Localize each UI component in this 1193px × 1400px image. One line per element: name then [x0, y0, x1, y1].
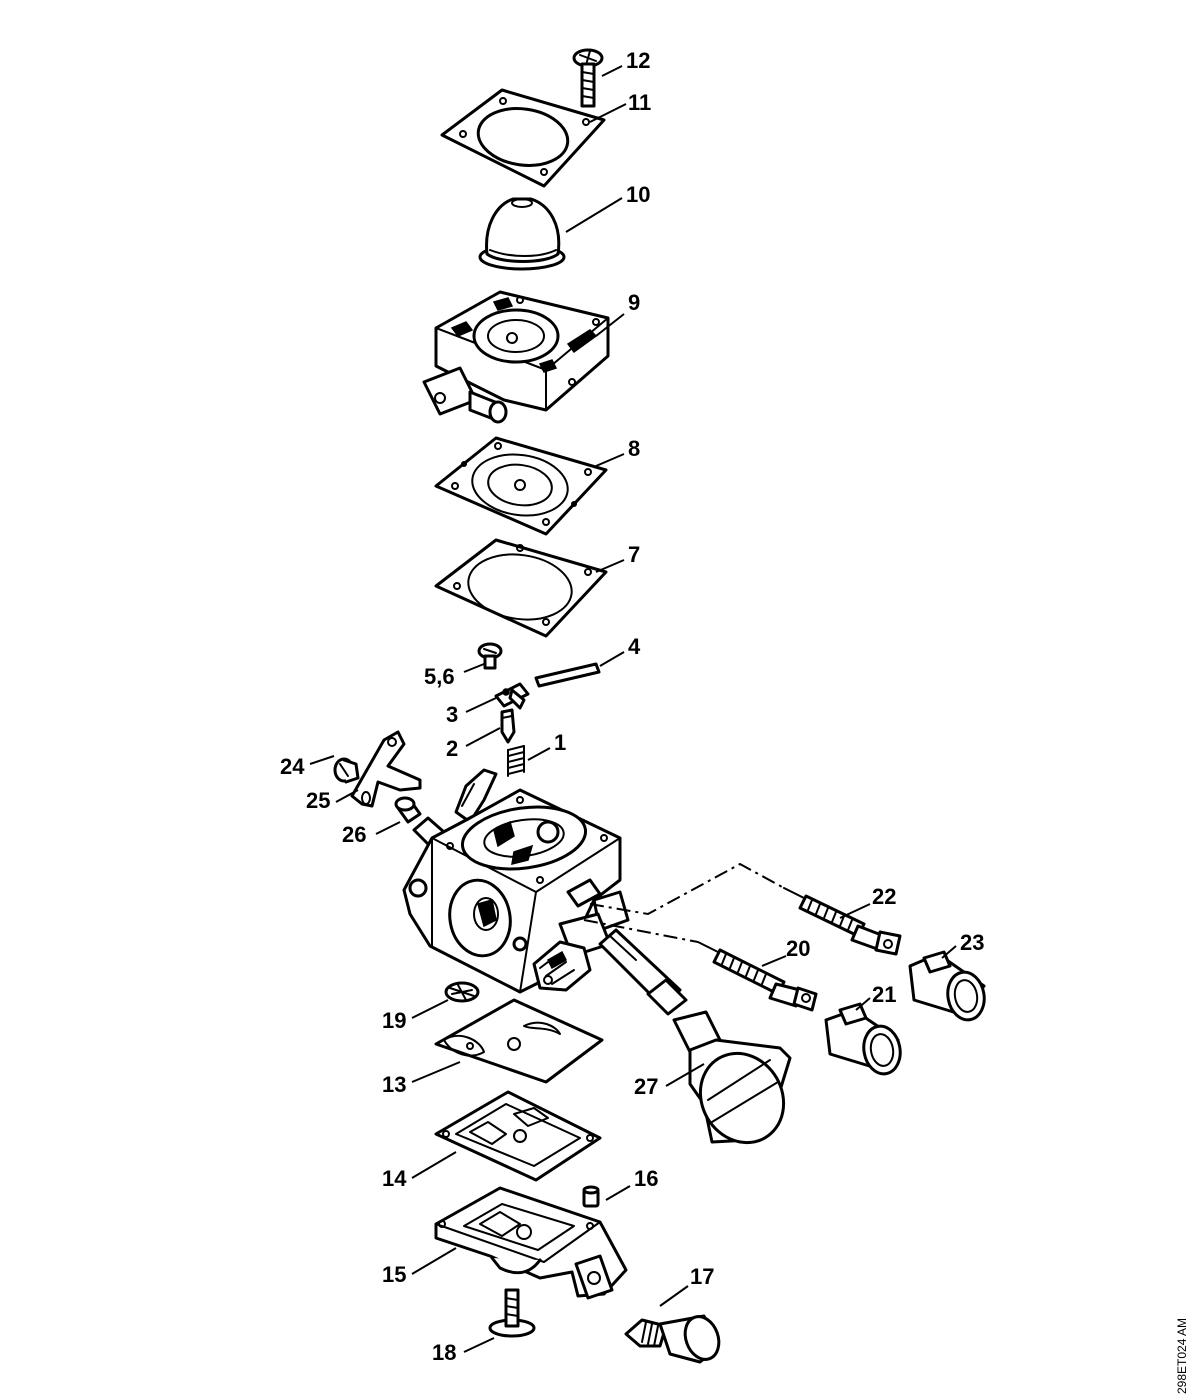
part-17-fitting — [624, 1314, 721, 1364]
callout-1: 1 — [554, 730, 566, 755]
callout-19: 19 — [382, 1008, 406, 1033]
part-4-pin — [534, 662, 601, 688]
part-16-valve — [582, 1185, 600, 1208]
part-12-screw — [572, 48, 604, 108]
carburetor-body — [402, 768, 688, 1016]
part-25-throttle-lever — [350, 730, 422, 808]
part-13-gasket — [434, 998, 604, 1084]
callout-20: 20 — [786, 936, 810, 961]
part-23-limiter-cap — [908, 950, 986, 1022]
callout-26: 26 — [342, 822, 366, 847]
part-2-inlet-needle — [500, 708, 516, 744]
callout-10: 10 — [626, 182, 650, 207]
part-24-screw — [333, 757, 360, 784]
callout-18: 18 — [432, 1340, 456, 1365]
part-21-limiter-cap — [824, 1002, 902, 1076]
part-8-diaphragm — [434, 436, 608, 536]
alignment-lines — [583, 862, 785, 943]
part-7-gasket — [434, 538, 608, 638]
callout-12: 12 — [626, 48, 650, 73]
callout-3: 3 — [446, 702, 458, 727]
callout-23: 23 — [960, 930, 984, 955]
part-27-intake-fitting — [672, 1010, 792, 1145]
reference-code: 298ET024 AM — [1175, 1318, 1189, 1394]
callout-27: 27 — [634, 1074, 658, 1099]
callout-16: 16 — [634, 1166, 658, 1191]
part-18-screw — [488, 1288, 536, 1338]
part-20-adjusting-screw — [697, 941, 818, 1012]
callout-21: 21 — [872, 982, 896, 1007]
callout-15: 15 — [382, 1262, 406, 1287]
callout-4: 4 — [628, 634, 641, 659]
callout-13: 13 — [382, 1072, 406, 1097]
part-19-fuel-strainer — [444, 981, 480, 1003]
callout-14: 14 — [382, 1166, 407, 1191]
callout-24: 24 — [280, 754, 305, 779]
part-3-control-lever — [494, 682, 530, 710]
callout-2: 2 — [446, 736, 458, 761]
callout-labels: 12 11 10 9 8 7 4 5,6 3 2 1 24 25 26 22 2… — [280, 48, 984, 1365]
part-5-6-screw — [477, 642, 503, 670]
callout-8: 8 — [628, 436, 640, 461]
callout-22: 22 — [872, 884, 896, 909]
part-22-adjusting-screw — [783, 887, 902, 956]
part-1-spring — [507, 745, 525, 777]
callout-17: 17 — [690, 1264, 714, 1289]
part-15-end-cover — [434, 1186, 628, 1300]
callout-11: 11 — [628, 90, 651, 115]
part-10-primer-bulb — [478, 197, 566, 271]
callout-5-6: 5,6 — [424, 664, 455, 689]
part-14-gasket — [434, 1090, 602, 1182]
callout-7: 7 — [628, 542, 640, 567]
part-9-pump-cover — [422, 290, 610, 424]
part-11-gasket — [440, 88, 606, 188]
leader-lines — [309, 65, 957, 1353]
part-26-sleeve — [394, 796, 422, 824]
callout-9: 9 — [628, 290, 640, 315]
callout-25: 25 — [306, 788, 330, 813]
